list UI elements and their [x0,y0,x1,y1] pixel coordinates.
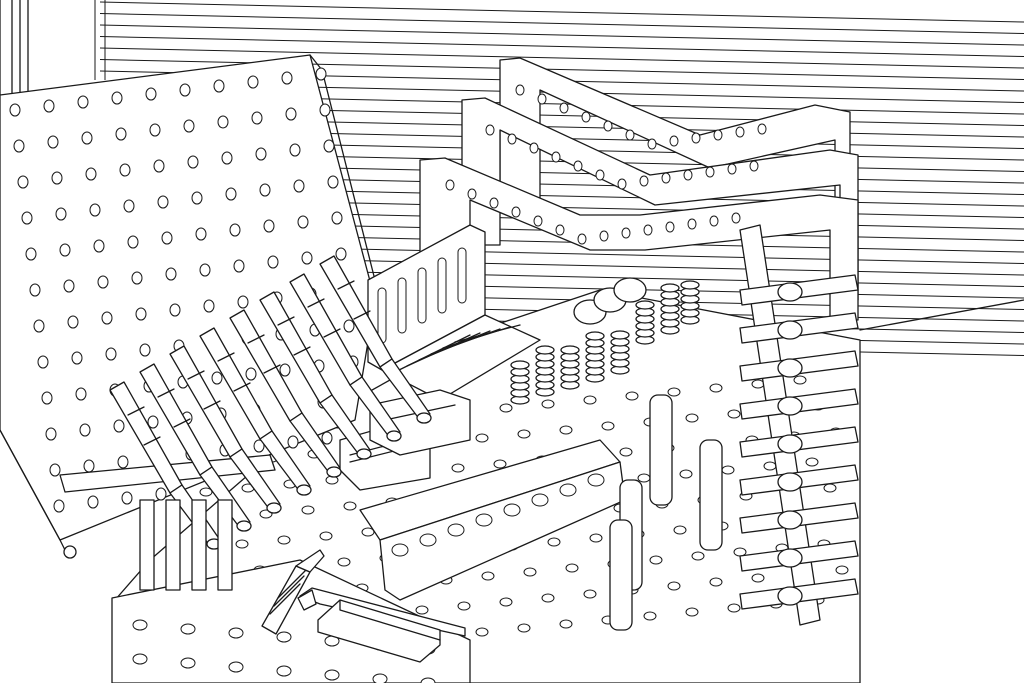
flat-gauge-block [318,600,440,662]
screw-clamp-rack-right [610,225,858,630]
screwdriver-tool [262,550,324,634]
perforated-stop-bar [360,440,625,600]
bolt-stacks [511,278,699,404]
slotted-angle-bracket [368,225,540,400]
screw-clamp-rack [60,256,431,590]
